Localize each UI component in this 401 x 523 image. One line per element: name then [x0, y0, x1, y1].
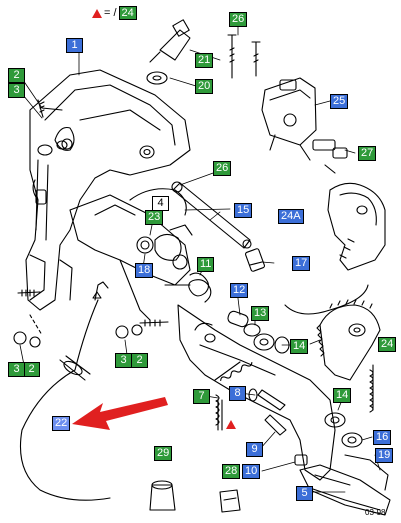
callout-14[interactable]: 14: [333, 388, 352, 403]
callout-24[interactable]: 24: [378, 337, 397, 352]
pedal-shaft: [177, 304, 336, 481]
callout-11[interactable]: 11: [197, 257, 215, 272]
callout-20[interactable]: 20: [195, 79, 214, 94]
quadrant-gear: [316, 299, 381, 381]
callout-7[interactable]: 7: [193, 389, 210, 404]
red-pointer-arrow: [72, 397, 168, 430]
callout-2[interactable]: 2: [23, 362, 40, 377]
callout-26[interactable]: 26: [229, 12, 248, 27]
washers-right: [324, 412, 363, 448]
clip-28: [219, 489, 241, 513]
pin-and-clip: [248, 388, 308, 466]
callout-19[interactable]: 19: [375, 448, 394, 463]
callout-3[interactable]: 3: [8, 83, 25, 98]
sensor-bracket: [261, 77, 317, 161]
callout-28[interactable]: 28: [222, 464, 241, 479]
legend-text: = /: [104, 7, 117, 19]
callout-3[interactable]: 3: [8, 362, 25, 377]
callout-25[interactable]: 25: [330, 94, 349, 109]
pedal-pad: [299, 454, 391, 516]
callout-9[interactable]: 9: [246, 442, 263, 457]
callout-13[interactable]: 13: [251, 306, 270, 321]
callout-2[interactable]: 2: [131, 353, 148, 368]
callout-4[interactable]: 4: [152, 196, 169, 211]
connector: [312, 139, 348, 174]
push-rod: [171, 181, 252, 249]
warning-triangle-icon: [226, 420, 236, 429]
callout-22[interactable]: 22: [52, 416, 71, 431]
callout-2[interactable]: 2: [8, 68, 25, 83]
self-adjuster-pawl: [327, 182, 386, 271]
callout-27[interactable]: 27: [358, 146, 377, 161]
callout-15[interactable]: 15: [234, 203, 253, 218]
callout-21[interactable]: 21: [195, 53, 214, 68]
callout-18[interactable]: 18: [135, 263, 154, 278]
callout-10[interactable]: 10: [242, 464, 261, 479]
figure-code: 03-98: [365, 508, 386, 517]
return-spring: [164, 272, 212, 303]
callout-16[interactable]: 16: [373, 430, 392, 445]
bolt-lower-left: [13, 289, 43, 348]
warning-triangle-icon: [92, 8, 102, 18]
assist-springs: [214, 361, 374, 431]
callout-12[interactable]: 12: [230, 283, 249, 298]
pedal-box-bracket: [25, 69, 191, 311]
callout-24a[interactable]: 24A: [278, 209, 304, 224]
callout-1[interactable]: 1: [66, 38, 83, 53]
callout-8[interactable]: 8: [229, 386, 246, 401]
callout-3[interactable]: 3: [115, 353, 132, 368]
switch-assembly: [146, 19, 191, 85]
bolt-top-left: [37, 99, 73, 150]
bolt-center: [115, 319, 169, 339]
bush-29: [149, 480, 176, 511]
studs-top-right: [227, 34, 261, 79]
callout-5[interactable]: 5: [296, 486, 313, 501]
callout-29[interactable]: 29: [154, 446, 173, 461]
adjuster-cable: [129, 188, 369, 315]
callout-26[interactable]: 26: [213, 161, 232, 176]
legend-ref[interactable]: 24: [118, 6, 137, 20]
legend: = / 24: [92, 6, 137, 20]
clutch-cable: [19, 281, 111, 501]
callout-17[interactable]: 17: [292, 256, 311, 271]
callout-23[interactable]: 23: [145, 210, 164, 225]
callout-14[interactable]: 14: [290, 339, 309, 354]
clutch-pedal-lever: [69, 194, 193, 321]
